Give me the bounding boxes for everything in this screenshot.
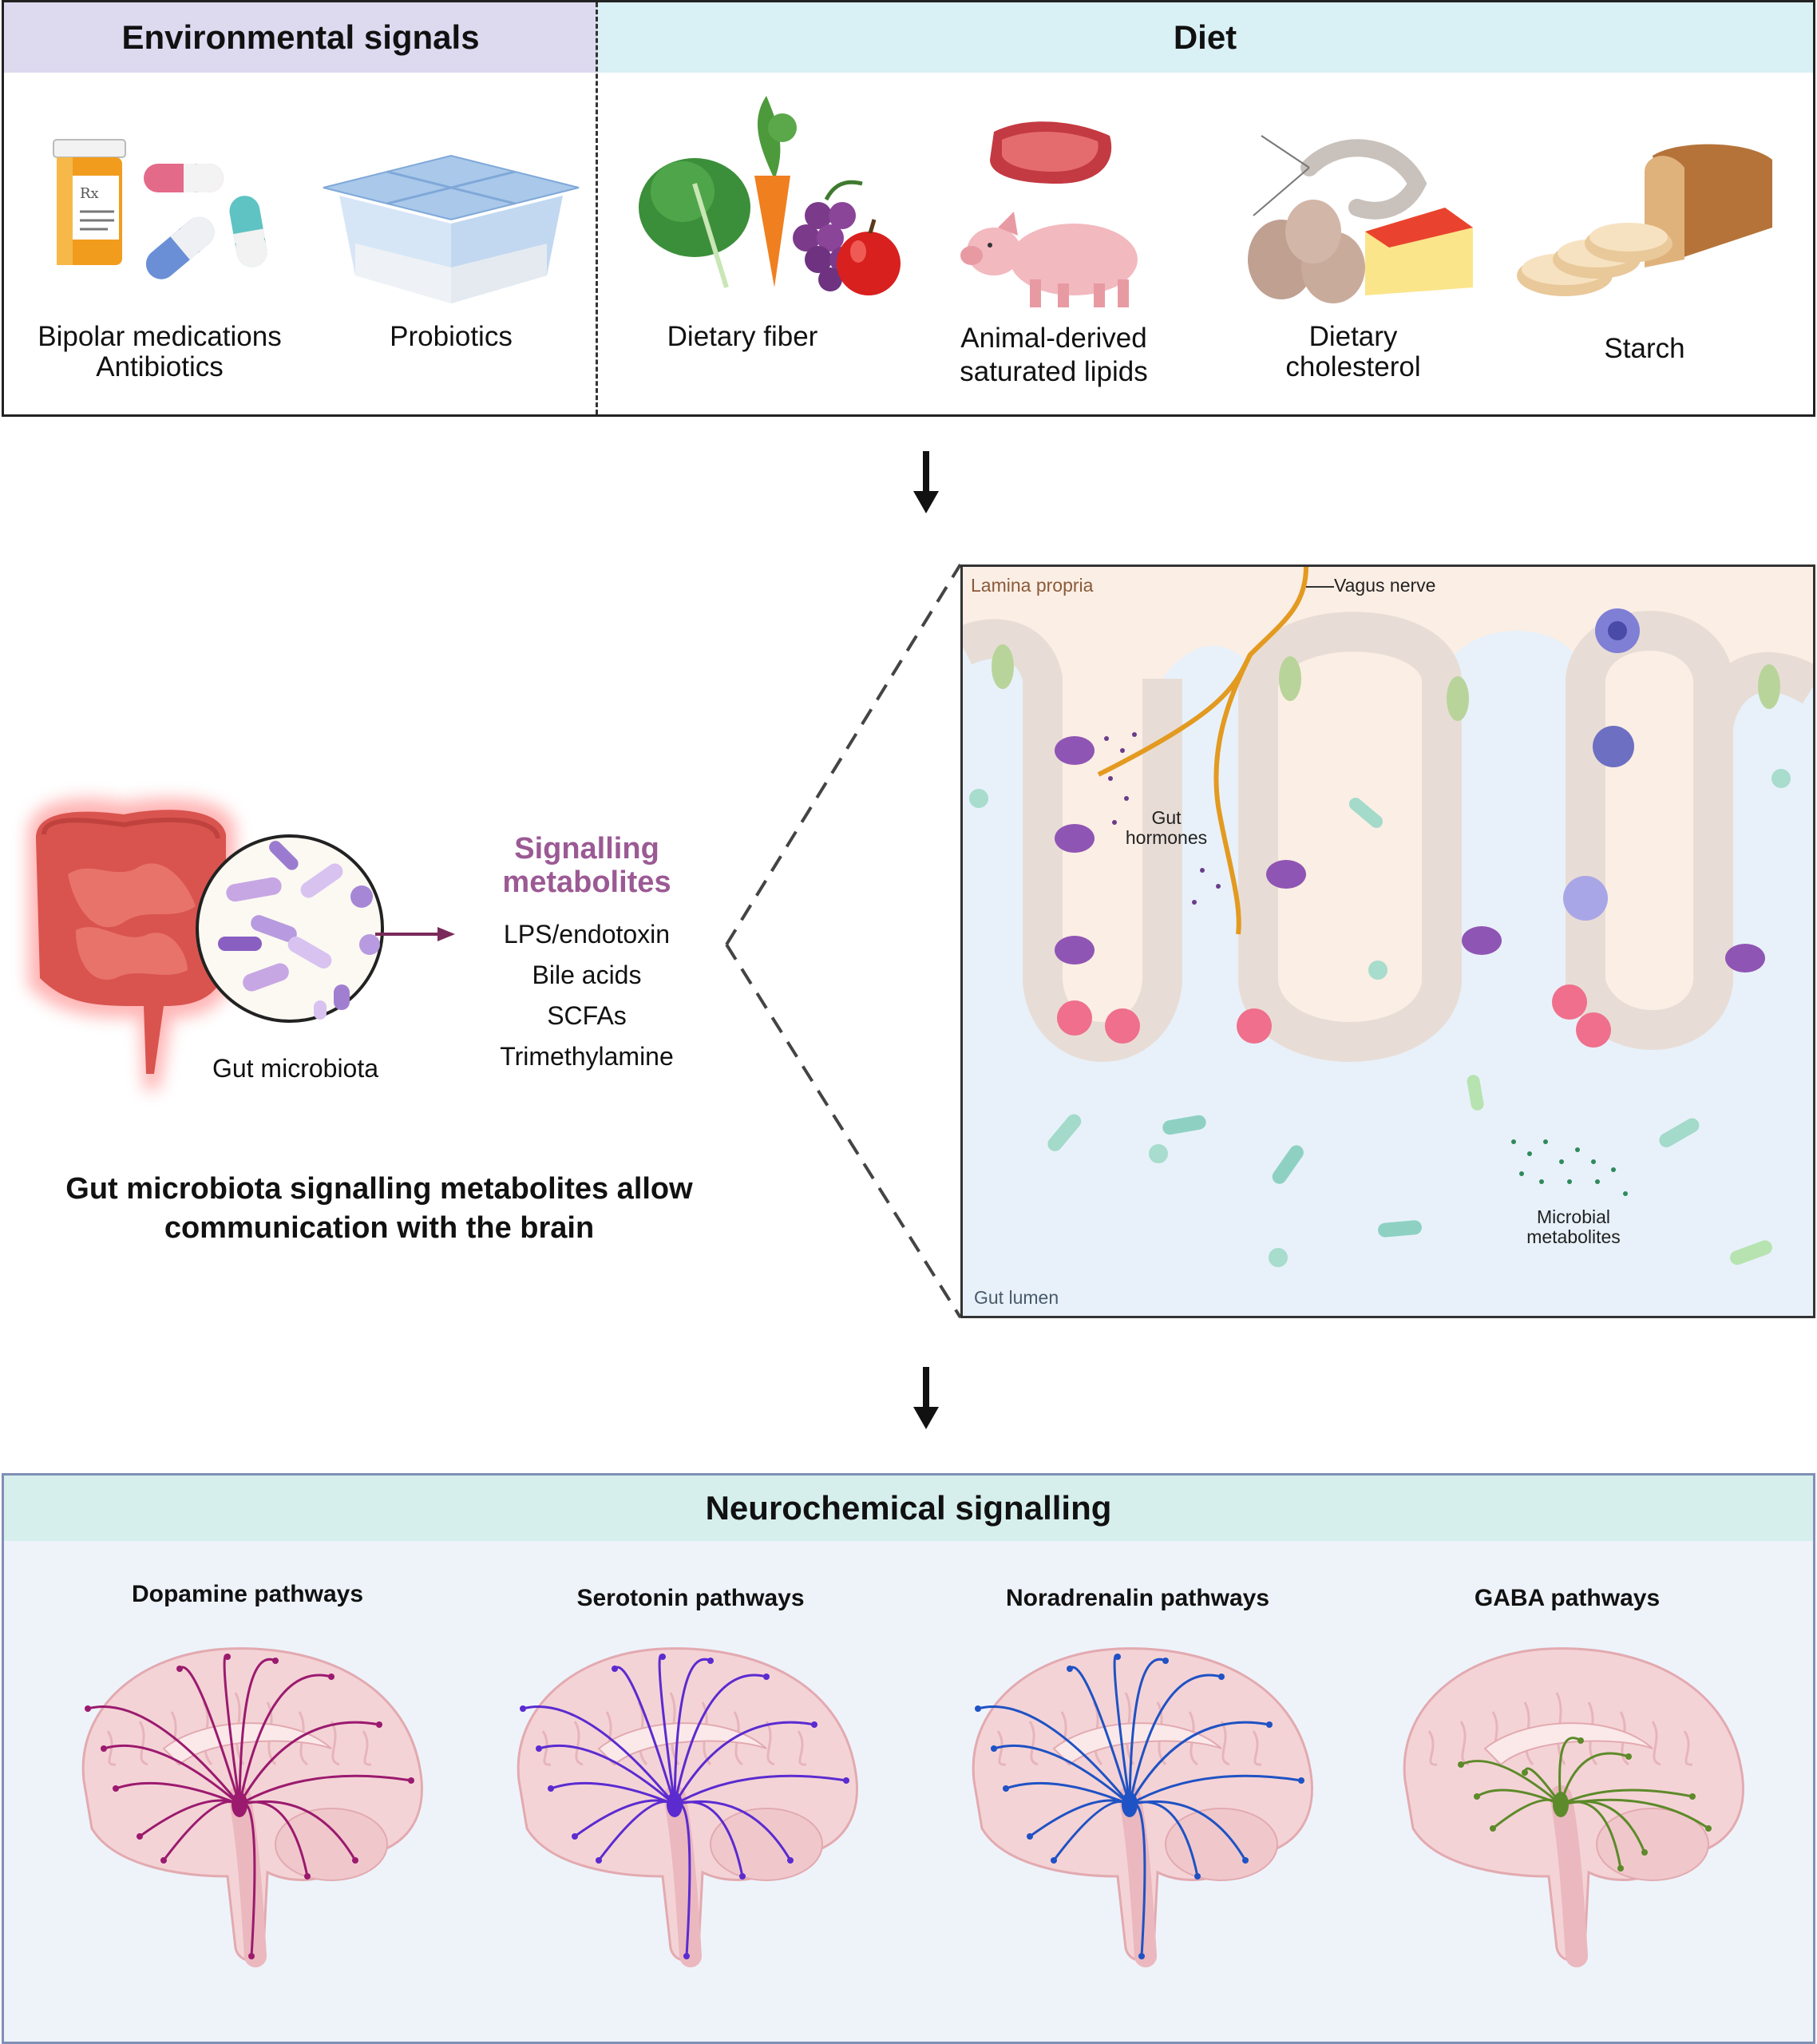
down-arrow-2 [913, 1367, 939, 1429]
meat-pig-icon [960, 121, 1138, 307]
pathway-label-dopamine: Dopamine pathways [131, 1581, 364, 1607]
gut-hormones-label: Gut hormones [1125, 807, 1208, 848]
env-header: Environmental signals [4, 2, 597, 73]
microbiota-magnifier-icon [196, 834, 384, 1023]
villi-illustration [963, 567, 1813, 1267]
metabolite-item: LPS/endotoxin [503, 920, 671, 949]
neurochemical-header: Neurochemical signalling [4, 1476, 1813, 1541]
brain-serotonin-icon [517, 1647, 858, 1967]
pathway-label-noradrenalin: Noradrenalin pathways [1005, 1585, 1270, 1611]
signalling-title: Signalling metabolites [502, 832, 671, 899]
env-item-label-medications: Bipolar medications Antibiotics [38, 321, 282, 382]
diet-item-label-cholesterol: Dietary cholesterol [1285, 321, 1421, 382]
lamina-propria-label: Lamina propria [971, 575, 1094, 596]
diet-item-label-lipids: Animal-derived saturated lipids [960, 323, 1148, 387]
pathway-label-serotonin: Serotonin pathways [576, 1585, 805, 1611]
svg-text:Rx: Rx [80, 185, 99, 202]
brain-gaba-icon [1403, 1647, 1744, 1967]
panel-divider [596, 2, 598, 414]
gut-intestine-icon [28, 798, 236, 1090]
diet-header: Diet [597, 2, 1813, 73]
metabolite-list: LPS/endotoxin Bile acids SCFAs Trimethyl… [471, 914, 703, 1077]
metabolite-item: Trimethylamine [500, 1042, 674, 1071]
vagus-nerve-label: Vagus nerve [1334, 575, 1436, 596]
diet-item-label-fiber: Dietary fiber [667, 321, 818, 352]
gut-microbiota-label: Gut microbiota [212, 1054, 379, 1083]
brain-noradrenalin-icon [972, 1647, 1313, 1967]
middle-caption: Gut microbiota signalling metabolites al… [65, 1172, 693, 1245]
diet-item-label-starch: Starch [1604, 333, 1685, 364]
pill-bottle-capsules-icon: Rx [53, 139, 267, 279]
brain-dopamine-icon [81, 1647, 423, 1967]
pathway-label-gaba: GABA pathways [1474, 1585, 1661, 1611]
metabolite-item: Bile acids [532, 961, 642, 989]
metabolite-arrow [375, 927, 455, 941]
intestine-inset: Lamina propria Vagus nerve Gut hormones … [960, 564, 1815, 1318]
top-panel [2, 0, 1815, 417]
bread-icon [1517, 144, 1772, 296]
vegetables-fruits-icon [639, 96, 901, 295]
microbial-metabolites-label: Microbial metabolites [1526, 1206, 1621, 1247]
yogurt-cups-icon [323, 154, 580, 303]
env-item-label-probiotics: Probiotics [390, 321, 513, 352]
eggs-shrimp-cheese-icon [1248, 135, 1473, 303]
gut-lumen-label: Gut lumen [974, 1287, 1059, 1308]
down-arrow-1 [913, 451, 939, 513]
metabolite-item: SCFAs [547, 1001, 627, 1030]
